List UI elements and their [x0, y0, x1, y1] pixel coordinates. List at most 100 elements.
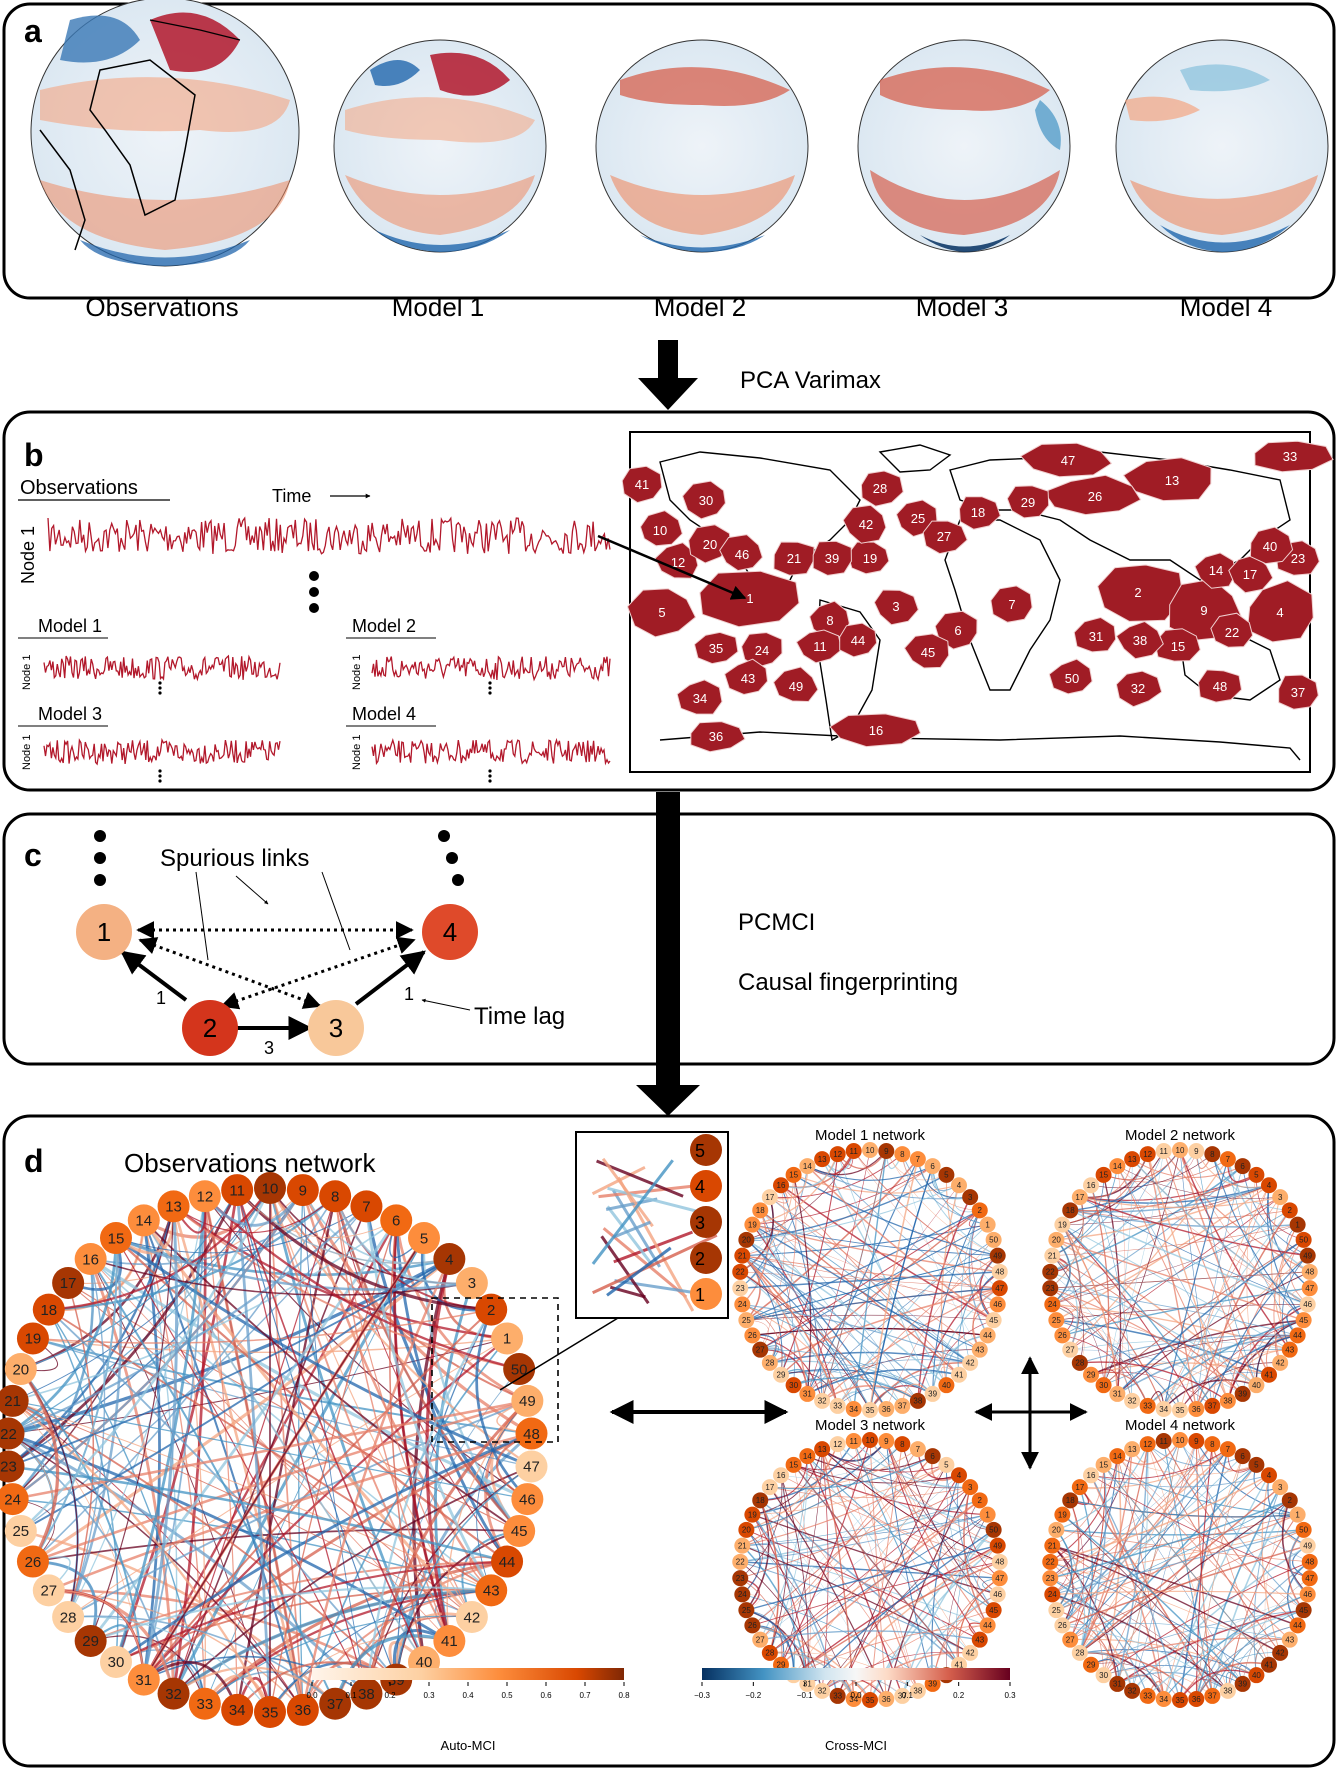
svg-text:21: 21: [738, 1541, 747, 1550]
network-node-20: 20: [4, 1353, 37, 1386]
svg-text:31: 31: [803, 1390, 812, 1399]
svg-text:13: 13: [1128, 1445, 1137, 1454]
network-node-44: 44: [979, 1617, 996, 1634]
svg-text:31: 31: [135, 1672, 152, 1689]
network-edge: [1116, 1239, 1305, 1395]
network-node-45: 45: [1295, 1602, 1312, 1619]
svg-text:13: 13: [1128, 1155, 1137, 1164]
network-edge: [740, 1577, 783, 1665]
node-1-label-m4: Node 1: [351, 735, 363, 770]
region-40: 40: [1249, 526, 1294, 565]
network-edge: [389, 1220, 425, 1663]
svg-text:34: 34: [1159, 1695, 1168, 1704]
network-node-13: 13: [814, 1441, 831, 1458]
svg-text:43: 43: [483, 1583, 500, 1600]
svg-text:4: 4: [1267, 1471, 1272, 1480]
model-3-network: 1234567891011121314151617181920212223242…: [732, 1432, 1008, 1708]
network-node-4: 4: [950, 1467, 967, 1484]
time-series-trace: [47, 516, 611, 555]
svg-text:39: 39: [825, 551, 839, 566]
svg-text:4: 4: [443, 917, 457, 947]
lag-3-4: 1: [404, 984, 414, 1004]
network-edge: [365, 1309, 493, 1694]
svg-text:19: 19: [25, 1331, 42, 1348]
network-edge: [115, 1205, 367, 1254]
svg-text:15: 15: [108, 1230, 125, 1247]
svg-text:2: 2: [978, 1206, 983, 1215]
colorbar-tick-label: 0.1: [902, 1691, 914, 1700]
network-node-1: 1: [979, 1216, 996, 1233]
svg-text:36: 36: [1192, 1405, 1201, 1414]
network-edge: [1163, 1150, 1310, 1273]
network-edge: [1056, 1529, 1304, 1536]
network-node-30: 30: [1095, 1377, 1112, 1394]
svg-text:22: 22: [1046, 1268, 1055, 1277]
network-edge: [1147, 1609, 1304, 1697]
region-30: 30: [682, 480, 726, 520]
network-edge: [752, 1448, 823, 1516]
svg-text:48: 48: [1305, 1268, 1314, 1277]
network-edge: [1103, 1149, 1181, 1181]
node-3: 3: [308, 1000, 364, 1056]
svg-text:38: 38: [358, 1686, 375, 1703]
network-edge: [821, 1448, 998, 1547]
svg-text:16: 16: [777, 1181, 786, 1190]
network-edge: [1195, 1166, 1243, 1410]
svg-text:2: 2: [487, 1302, 495, 1319]
network-node-17: 17: [761, 1189, 778, 1206]
svg-text:20: 20: [1052, 1526, 1061, 1535]
region-21: 21: [773, 541, 815, 576]
network-edge: [12, 1498, 492, 1592]
svg-text:44: 44: [1293, 1331, 1302, 1340]
network-edge: [821, 1287, 1000, 1402]
svg-text:10: 10: [1176, 1436, 1185, 1445]
network-edge: [20, 1258, 450, 1532]
network-node-11: 11: [221, 1174, 254, 1207]
network-node-12: 12: [829, 1146, 846, 1163]
region-38: 38: [1115, 620, 1164, 660]
network-node-34: 34: [1155, 1690, 1172, 1707]
zoom-edge: [613, 1230, 693, 1264]
svg-text:16: 16: [869, 723, 883, 738]
network-node-6: 6: [924, 1158, 941, 1175]
network-edge: [12, 1400, 492, 1591]
network-edge: [752, 1561, 1000, 1626]
network-node-1: 1: [1289, 1216, 1306, 1233]
network-node-23: 23: [1042, 1570, 1059, 1587]
network-edge: [1062, 1209, 1291, 1336]
network-edge: [742, 1255, 1000, 1289]
svg-text:38: 38: [1223, 1397, 1232, 1406]
network-edge: [793, 1174, 960, 1194]
network-edge: [1079, 1444, 1149, 1654]
spurious-links-label: Spurious links: [160, 845, 309, 872]
network-edge: [759, 1209, 971, 1364]
network-edge: [741, 1529, 761, 1595]
network-node-36: 36: [1188, 1690, 1205, 1707]
network-edge: [1079, 1464, 1107, 1654]
network-node-21: 21: [734, 1247, 751, 1264]
svg-text:22: 22: [736, 1558, 745, 1567]
svg-text:44: 44: [1293, 1621, 1302, 1630]
network-edge: [364, 1399, 529, 1694]
svg-text:6: 6: [954, 623, 961, 638]
network-edge: [1050, 1578, 1229, 1692]
svg-text:45: 45: [1299, 1606, 1308, 1615]
svg-text:2: 2: [695, 1249, 705, 1269]
network-edge: [269, 1187, 451, 1642]
panel-a-frame: [2, 2, 1336, 300]
svg-text:13: 13: [818, 1155, 827, 1164]
svg-text:42: 42: [966, 1359, 975, 1368]
svg-text:8: 8: [331, 1188, 339, 1205]
svg-text:42: 42: [464, 1609, 481, 1626]
network-edge: [32, 1308, 492, 1344]
network-edge: [1267, 1475, 1308, 1547]
network-edge: [1079, 1361, 1229, 1402]
auto-mci-label: Auto-MCI: [441, 1738, 496, 1753]
svg-text:35: 35: [866, 1406, 875, 1415]
network-edge: [793, 1624, 988, 1676]
colorbar-tick-label: 0.1: [345, 1691, 357, 1700]
network-edge: [235, 1189, 272, 1713]
network-node-31: 31: [1109, 1385, 1126, 1402]
network-node-1: 1: [979, 1506, 996, 1523]
